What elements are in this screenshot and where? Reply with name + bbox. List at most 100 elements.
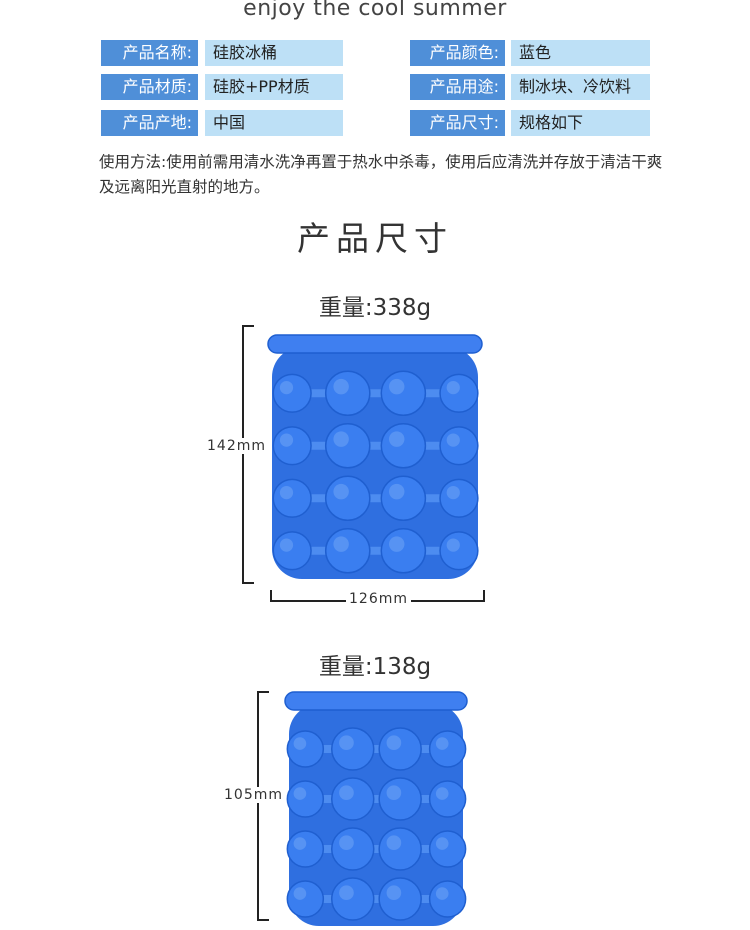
product-weight: 重量:338g <box>318 295 432 321</box>
ice-ball-mold <box>380 475 427 522</box>
ice-ball-mold <box>428 730 467 768</box>
highlight <box>386 785 402 801</box>
ice-ball-mold <box>324 475 371 522</box>
highlight <box>389 378 405 395</box>
highlight <box>333 378 349 395</box>
highlight <box>389 536 405 552</box>
ice-ball-mold <box>380 370 427 417</box>
spec-label: 产品材质: <box>101 74 198 100</box>
bucket-connector <box>276 546 474 555</box>
spec-value: 规格如下 <box>511 110 650 136</box>
ice-bucket-image-small <box>284 691 468 926</box>
ice-ball-mold <box>331 877 375 921</box>
ice-ball-mold <box>272 426 312 466</box>
spec-label: 产品名称: <box>101 40 198 66</box>
section-title: 产品尺寸 <box>297 219 453 258</box>
highlight <box>279 538 294 552</box>
height-label: 142mm <box>204 438 269 454</box>
highlight <box>293 837 307 850</box>
highlight <box>446 433 460 447</box>
ice-ball-mold <box>286 880 325 918</box>
highlight <box>279 433 294 447</box>
spec-value: 中国 <box>205 110 343 136</box>
ice-ball-mold <box>428 880 467 918</box>
highlight <box>446 538 460 552</box>
ice-ball-mold <box>439 426 479 466</box>
ice-ball-mold <box>378 877 422 921</box>
ice-ball-mold <box>378 827 422 871</box>
highlight <box>339 885 354 901</box>
ice-ball-mold <box>380 527 427 574</box>
ice-ball-mold <box>380 422 427 469</box>
bucket-connector <box>293 895 459 903</box>
highlight <box>435 887 449 900</box>
highlight <box>386 885 402 901</box>
ice-bucket-image-large <box>267 334 483 579</box>
height-dimension-line <box>242 325 254 584</box>
ice-ball-mold <box>331 727 375 771</box>
bucket-rim <box>284 691 468 711</box>
highlight <box>446 485 460 500</box>
ice-ball-mold <box>286 830 325 868</box>
ice-ball-mold <box>324 370 371 417</box>
bucket-connector <box>276 389 474 398</box>
usage-instructions: 使用方法:使用前需用清水洗净再置于热水中杀毒，使用后应清洗并存放于清洁干爽及远离… <box>99 153 663 196</box>
ice-ball-mold <box>378 777 422 821</box>
highlight <box>339 735 354 751</box>
highlight <box>389 431 405 447</box>
page-heading: enjoy the cool summer <box>243 0 507 21</box>
bucket-connector <box>276 441 474 450</box>
spec-value: 蓝色 <box>511 40 650 66</box>
highlight <box>435 837 449 850</box>
highlight <box>389 483 405 500</box>
height-label: 105mm <box>221 787 286 803</box>
spec-value: 硅胶+PP材质 <box>205 74 343 100</box>
bucket-connector <box>276 494 474 503</box>
highlight <box>333 536 349 552</box>
highlight <box>293 787 307 800</box>
ice-ball-mold <box>286 730 325 768</box>
highlight <box>279 380 294 395</box>
highlight <box>386 735 402 751</box>
highlight <box>333 483 349 500</box>
width-label: 126mm <box>346 591 411 607</box>
highlight <box>446 380 460 395</box>
ice-ball-mold <box>272 531 312 571</box>
spec-value: 制冰块、冷饮料 <box>511 74 650 100</box>
ice-ball-mold <box>286 780 325 818</box>
highlight <box>339 835 354 851</box>
ice-ball-mold <box>331 777 375 821</box>
highlight <box>333 431 349 447</box>
ice-ball-mold <box>272 373 312 413</box>
ice-ball-mold <box>439 531 479 571</box>
ice-ball-mold <box>324 422 371 469</box>
bucket-connector <box>293 795 459 803</box>
product-weight: 重量:138g <box>318 654 432 680</box>
ice-ball-mold <box>439 478 479 518</box>
spec-label: 产品产地: <box>101 110 198 136</box>
ice-ball-mold <box>324 527 371 574</box>
bucket-connector <box>293 745 459 753</box>
bucket-body <box>289 704 463 926</box>
ice-ball-mold <box>331 827 375 871</box>
highlight <box>339 785 354 801</box>
bucket-rim <box>267 334 483 354</box>
height-dimension-line <box>257 691 269 921</box>
ice-ball-mold <box>272 478 312 518</box>
ice-ball-mold <box>428 780 467 818</box>
spec-label: 产品用途: <box>410 74 505 100</box>
bucket-body <box>272 347 478 579</box>
highlight <box>435 787 449 800</box>
bucket-connector <box>293 845 459 853</box>
highlight <box>293 887 307 900</box>
spec-label: 产品颜色: <box>410 40 505 66</box>
highlight <box>293 737 307 750</box>
highlight <box>279 485 294 500</box>
ice-ball-mold <box>378 727 422 771</box>
highlight <box>435 737 449 750</box>
ice-ball-mold <box>439 373 479 413</box>
highlight <box>386 835 402 851</box>
ice-ball-mold <box>428 830 467 868</box>
spec-label: 产品尺寸: <box>410 110 505 136</box>
spec-value: 硅胶冰桶 <box>205 40 343 66</box>
